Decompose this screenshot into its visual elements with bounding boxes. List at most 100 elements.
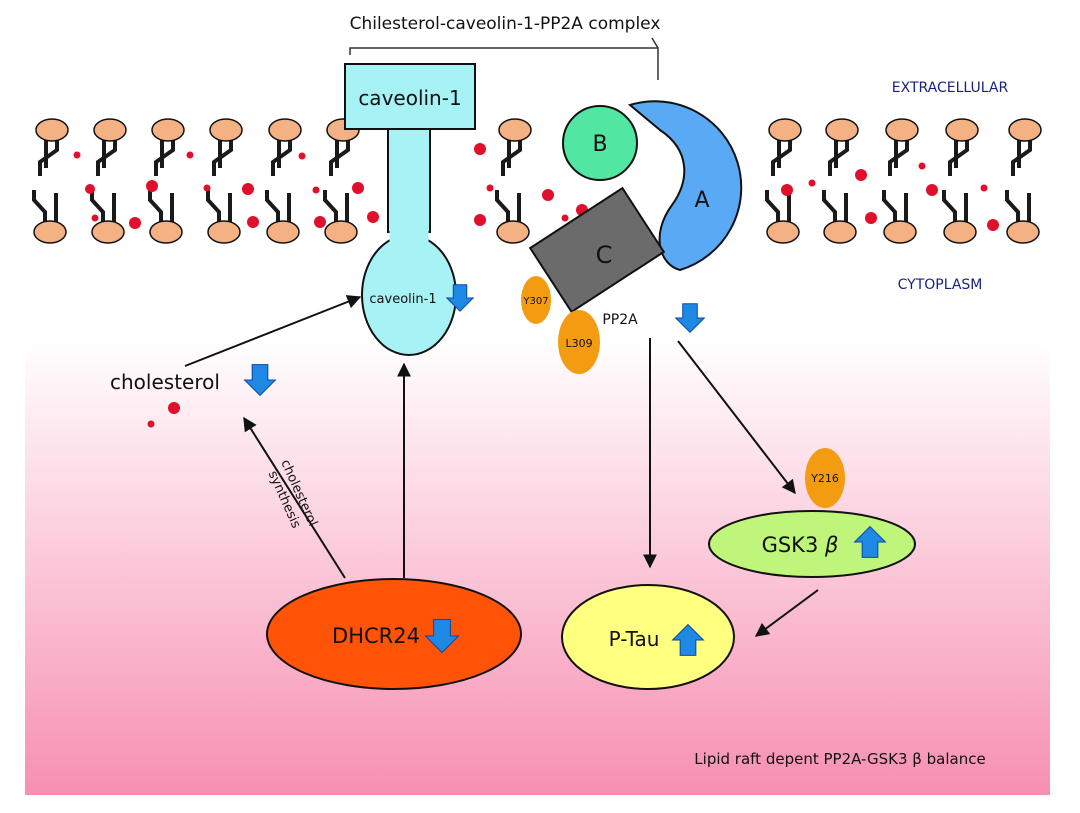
down-arrow-icon: [674, 303, 706, 334]
down-arrow-icon: [424, 619, 460, 654]
membrane-cholesterol: [73, 143, 999, 231]
cholesterol-molecule: [146, 180, 158, 192]
cholesterol-dot-small: [147, 420, 155, 428]
lipid-tail: [888, 138, 909, 176]
y307-label: Y307: [522, 296, 548, 307]
indicator-pp2a-down: [674, 303, 706, 334]
lipid-pair: [32, 118, 69, 244]
lipid-tail: [822, 190, 848, 224]
lipid-tail: [765, 190, 791, 224]
up-arrow-icon: [853, 525, 887, 558]
cholesterol-label: cholesterol: [110, 370, 220, 394]
arrow-gsk3b-to-ptau: [754, 589, 819, 637]
l309-residue: [558, 310, 600, 374]
lipid-head: [885, 118, 919, 142]
lipid-tail: [90, 190, 116, 224]
lipid-head: [93, 118, 127, 142]
lipid-head: [768, 118, 802, 142]
ptau-node: [561, 584, 735, 690]
gsk3b-beta: β: [824, 533, 838, 557]
cholesterol-molecule: [542, 189, 554, 201]
ptau-label: P-Tau: [609, 627, 660, 651]
cholesterol-dot-large: [168, 402, 180, 414]
lipid-head: [823, 220, 857, 244]
pp2a-a-subunit: [627, 100, 743, 272]
cholesterol-molecule: [980, 184, 988, 192]
lipid-tail: [1011, 138, 1032, 176]
lipid-tail: [38, 138, 59, 176]
lipid-pair: [1005, 118, 1042, 244]
cholesterol-molecule: [73, 151, 81, 159]
pp2a-a-label: A: [694, 188, 709, 213]
arrow-pp2a-to-gsk3b: [677, 340, 796, 495]
cholesterol-molecule: [352, 182, 364, 194]
lipid-pair: [323, 118, 360, 244]
caveolin-top-box: [344, 63, 476, 130]
gsk3b-label: GSK3 β: [762, 533, 839, 557]
up-arrow-icon: [671, 623, 705, 656]
extracellular-label: EXTRACELLULAR: [892, 80, 1009, 96]
lipid-head: [149, 220, 183, 244]
lipid-tail: [501, 138, 522, 176]
lipid-head: [266, 220, 300, 244]
arrow-cholesterol-to-caveolin: [184, 295, 362, 367]
complex-title: Chilesterol-caveolin-1-PP2A complex: [350, 14, 661, 34]
lipid-pair: [822, 118, 859, 244]
cholesterol-molecule: [91, 214, 99, 222]
cholesterol-molecule: [855, 169, 867, 181]
lipid-head: [324, 220, 358, 244]
lipid-head: [91, 220, 125, 244]
caveolin-top-label: caveolin-1: [358, 86, 461, 110]
cholesterol-molecule: [85, 184, 95, 194]
lipid-head: [883, 220, 917, 244]
lipid-pair: [882, 118, 919, 244]
indicator-ptau-up: [671, 623, 705, 656]
lipid-head: [498, 118, 532, 142]
cholesterol-molecule: [298, 152, 306, 160]
lipid-tail: [154, 138, 175, 176]
lipid-pair: [765, 118, 802, 244]
pp2a-b-label: B: [592, 132, 607, 157]
lipid-tail: [96, 138, 117, 176]
lipid-head: [33, 220, 67, 244]
dhcr24-node: [266, 578, 522, 690]
lipid-head: [945, 118, 979, 142]
cholesterol-molecule: [918, 162, 926, 170]
cholesterol-molecule: [808, 179, 816, 187]
lipid-tail: [265, 190, 291, 224]
caveolin-stem: [387, 128, 431, 233]
lipid-head: [268, 118, 302, 142]
lipid-head: [825, 118, 859, 142]
cholesterol-molecule: [203, 184, 211, 192]
lipid-tail: [206, 190, 232, 224]
pp2a-label: PP2A: [602, 312, 638, 328]
cholesterol-molecule: [129, 217, 141, 229]
pp2a-complex: B A C Y307 L309 PP2A: [521, 100, 743, 374]
cholesterol-molecule: [781, 184, 793, 196]
lipid-tail: [948, 138, 969, 176]
lipid-head: [207, 220, 241, 244]
y216-residue: [805, 448, 845, 508]
down-arrow-icon: [243, 364, 277, 397]
lipid-tail: [1005, 190, 1031, 224]
lipid-pair: [942, 118, 979, 244]
lipid-tail: [882, 190, 908, 224]
cholesterol-molecule: [247, 216, 259, 228]
lipid-pair: [265, 118, 302, 244]
cholesterol-molecule: [926, 184, 938, 196]
cholesterol-molecule: [186, 151, 194, 159]
lipid-head: [766, 220, 800, 244]
caveolin-1-protein: caveolin-1 caveolin-1: [344, 63, 476, 356]
lipid-head: [1008, 118, 1042, 142]
lipid-pair: [206, 118, 243, 244]
lipid-head: [209, 118, 243, 142]
pp2a-c-label: C: [596, 241, 613, 269]
lipid-tail: [148, 190, 174, 224]
lipid-tail: [495, 190, 521, 224]
pp2a-b-subunit: [562, 105, 638, 181]
indicator-dhcr24-down: [424, 619, 460, 654]
cholesterol-molecule: [367, 211, 379, 223]
cholesterol-molecule: [242, 183, 254, 195]
cholesterol-molecule: [314, 216, 326, 228]
